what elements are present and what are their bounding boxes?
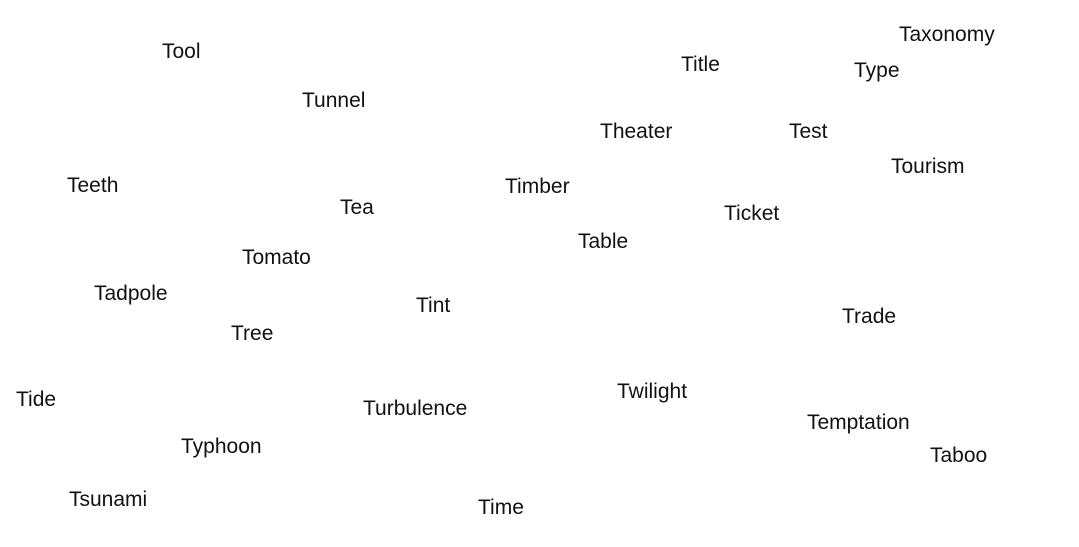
word-timber: Timber	[505, 175, 570, 198]
word-tunnel: Tunnel	[302, 89, 366, 112]
word-time: Time	[478, 496, 524, 519]
word-turbulence: Turbulence	[363, 397, 468, 420]
word-trade: Trade	[842, 305, 897, 328]
word-taxonomy: Taxonomy	[899, 23, 995, 46]
word-title: Title	[681, 53, 720, 76]
word-table: Table	[578, 230, 629, 253]
word-tool: Tool	[162, 40, 201, 63]
word-tomato: Tomato	[242, 246, 311, 269]
word-teeth: Teeth	[67, 174, 119, 197]
word-tint: Tint	[416, 294, 451, 317]
word-tourism: Tourism	[891, 155, 965, 178]
word-test: Test	[789, 120, 828, 143]
word-typhoon: Typhoon	[181, 435, 262, 458]
word-tsunami: Tsunami	[69, 488, 148, 511]
word-tide: Tide	[16, 388, 57, 411]
word-tree: Tree	[231, 322, 274, 345]
word-tadpole: Tadpole	[94, 282, 168, 305]
word-twilight: Twilight	[617, 380, 688, 403]
word-taboo: Taboo	[930, 444, 988, 467]
word-temptation: Temptation	[807, 411, 910, 434]
word-type: Type	[854, 59, 900, 82]
word-ticket: Ticket	[724, 202, 780, 225]
word-tea: Tea	[340, 196, 374, 219]
word-theater: Theater	[600, 120, 673, 143]
